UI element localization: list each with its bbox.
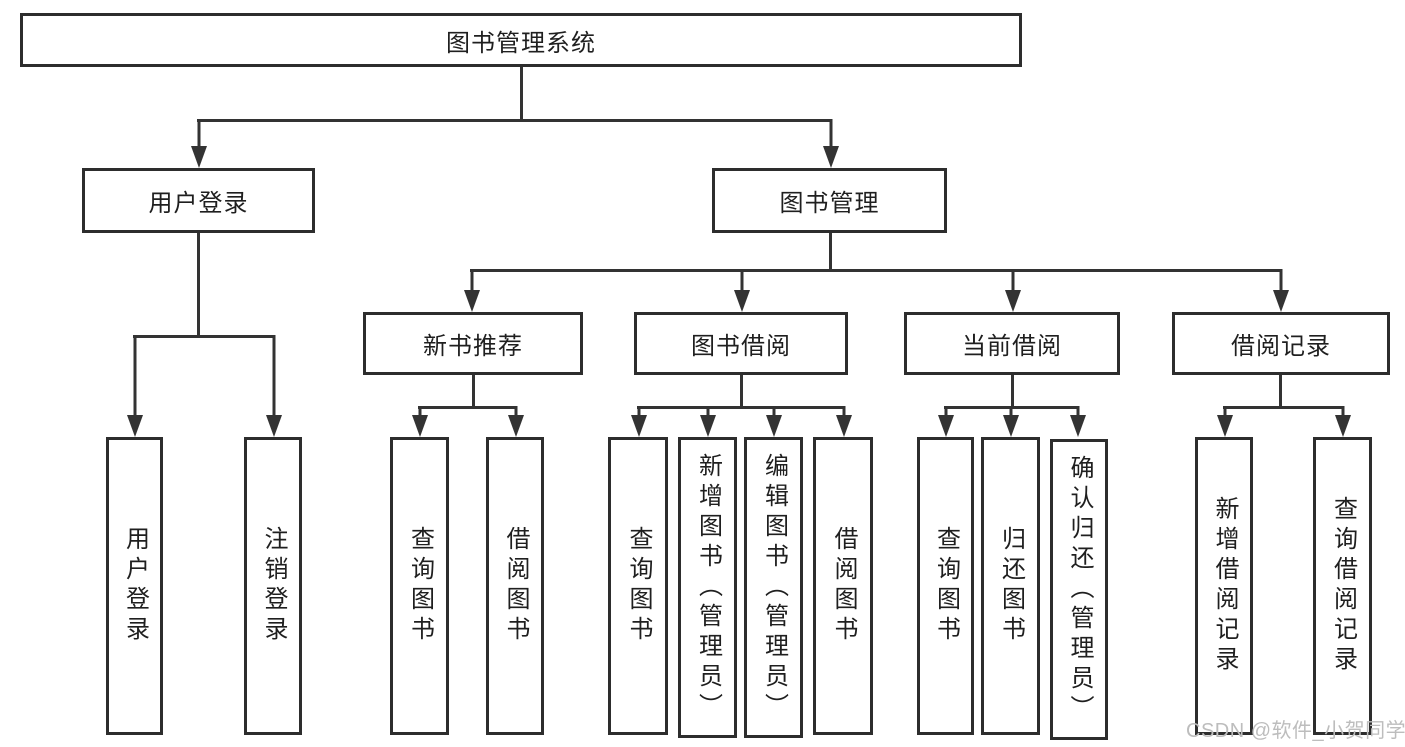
connector-book-borrow-stem (740, 375, 743, 406)
connector-root-stem (520, 67, 523, 119)
node-book-borrow-label: 图书借阅 (691, 333, 791, 360)
arrow-to-cb-return (1009, 406, 1012, 437)
connector-borrow-records-stem (1279, 375, 1282, 406)
node-new-book-recommend-label: 新书推荐 (423, 333, 523, 360)
connector-current-borrow-stem (1011, 375, 1014, 406)
leaf-user-login: 用户登录 (106, 437, 163, 735)
arrow-to-borrow-records (1279, 269, 1282, 312)
leaf-bb-add-book-admin-label: 新增图书（管理员） (694, 452, 722, 723)
arrow-to-new-book-recommend (470, 269, 473, 312)
node-root-label: 图书管理系统 (446, 29, 596, 57)
arrow-to-book-borrow (740, 269, 743, 312)
leaf-user-login-label: 用户登录 (121, 526, 149, 646)
arrow-to-bb-add (706, 406, 709, 437)
leaf-logout: 注销登录 (244, 437, 302, 735)
node-book-management-label: 图书管理 (779, 190, 880, 217)
arrow-to-nb-query (418, 406, 421, 437)
arrow-to-bb-query (637, 406, 640, 437)
leaf-bb-borrow-books: 借阅图书 (813, 437, 873, 735)
csdn-watermark: CSDN @软件_小贺同学 (1186, 720, 1405, 742)
node-book-borrow: 图书借阅 (634, 312, 848, 375)
node-current-borrow: 当前借阅 (904, 312, 1120, 375)
connector-book-management-branch (470, 269, 1282, 272)
connector-user-login-branch (133, 335, 275, 338)
leaf-bb-edit-book-admin: 编辑图书（管理员） (744, 437, 803, 738)
leaf-bb-query-books-label: 查询图书 (625, 526, 652, 646)
leaf-nb-borrow-books: 借阅图书 (486, 437, 544, 735)
leaf-cb-query-books-label: 查询图书 (932, 526, 960, 646)
leaf-nb-query-books-label: 查询图书 (406, 526, 434, 646)
node-borrow-records-label: 借阅记录 (1231, 333, 1331, 360)
leaf-nb-query-books: 查询图书 (390, 437, 449, 735)
node-current-borrow-label: 当前借阅 (962, 333, 1062, 360)
arrow-to-user-login (197, 119, 200, 168)
arrow-to-leaf-logout (272, 335, 275, 437)
arrow-to-current-borrow (1011, 269, 1014, 312)
arrow-to-br-add (1223, 406, 1226, 437)
connector-book-borrow-branch (637, 406, 845, 409)
leaf-bb-edit-book-admin-label: 编辑图书（管理员） (760, 452, 788, 723)
leaf-bb-borrow-books-label: 借阅图书 (830, 526, 857, 646)
arrow-to-cb-query (944, 406, 947, 437)
arrow-to-nb-borrow (514, 406, 517, 437)
arrow-to-cb-confirm (1076, 406, 1079, 437)
connector-user-login-stem (197, 233, 200, 335)
arrow-to-bb-borrow (842, 406, 845, 437)
leaf-bb-query-books: 查询图书 (608, 437, 668, 735)
leaf-cb-confirm-return-admin: 确认归还（管理员） (1050, 439, 1108, 740)
leaf-bb-add-book-admin: 新增图书（管理员） (678, 437, 737, 738)
node-book-management: 图书管理 (712, 168, 947, 233)
connector-root-branch (197, 119, 832, 122)
connector-book-management-stem (829, 233, 832, 271)
leaf-br-add-record: 新增借阅记录 (1195, 437, 1253, 735)
leaf-br-query-record-label: 查询借阅记录 (1329, 496, 1357, 676)
connector-new-book-stem (472, 375, 475, 406)
leaf-cb-query-books: 查询图书 (917, 437, 974, 735)
node-borrow-records: 借阅记录 (1172, 312, 1390, 375)
connector-new-book-branch (418, 406, 517, 409)
leaf-nb-borrow-books-label: 借阅图书 (502, 526, 529, 646)
leaf-cb-confirm-return-admin-label: 确认归还（管理员） (1066, 454, 1093, 725)
node-user-login-label: 用户登录 (148, 190, 249, 217)
arrow-to-bb-edit (772, 406, 775, 437)
leaf-cb-return-books: 归还图书 (981, 437, 1040, 735)
leaf-br-query-record: 查询借阅记录 (1313, 437, 1372, 735)
connector-borrow-records-branch (1223, 406, 1344, 409)
leaf-cb-return-books-label: 归还图书 (997, 526, 1025, 646)
leaf-br-add-record-label: 新增借阅记录 (1211, 496, 1238, 676)
leaf-logout-label: 注销登录 (260, 526, 287, 646)
node-user-login: 用户登录 (82, 168, 315, 233)
arrow-to-leaf-user-login (133, 335, 136, 437)
arrow-to-br-query (1341, 406, 1344, 437)
arrow-to-book-management (829, 119, 832, 168)
node-root: 图书管理系统 (20, 13, 1022, 67)
node-new-book-recommend: 新书推荐 (363, 312, 583, 375)
